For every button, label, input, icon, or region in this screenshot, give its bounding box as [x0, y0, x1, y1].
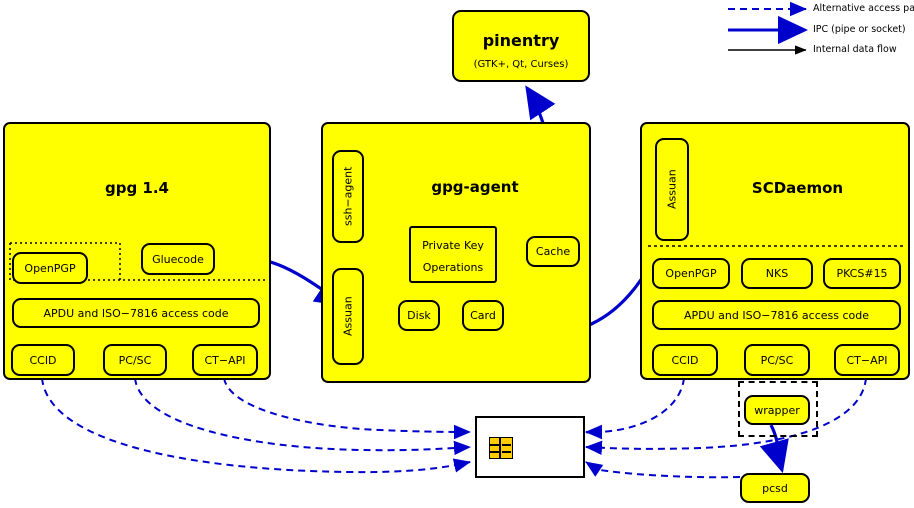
- alt-pcsd-to-card: [585, 461, 741, 479]
- agent-pko-line1: Private Key: [422, 239, 484, 252]
- scdaemon-assuan-box[interactable]: Assuan: [655, 138, 689, 241]
- agent-disk-label: Disk: [407, 309, 431, 322]
- scdaemon-app-nks[interactable]: NKS: [741, 258, 813, 289]
- agent-private-key-operations-box[interactable]: Private Key Operations: [409, 226, 497, 283]
- gpg-gluecode-label: Gluecode: [152, 252, 204, 266]
- gpg-title: gpg 1.4: [104, 179, 169, 197]
- agent-card-box[interactable]: Card: [462, 300, 504, 331]
- alt-gpg-ccid-to-card: [41, 377, 471, 474]
- smart-card-chip: [489, 437, 513, 459]
- gpg-driver-ccid-label: CCID: [29, 353, 57, 367]
- gpg-apdu-label: APDU and ISO−7816 access code: [43, 306, 229, 320]
- scdaemon-driver-pcsc-label: PC/SC: [760, 353, 794, 367]
- alt-scd-ccid-to-card: [585, 377, 685, 440]
- gpg-apdu-box[interactable]: APDU and ISO−7816 access code: [12, 298, 260, 328]
- gpg-gluecode-box[interactable]: Gluecode: [141, 243, 215, 275]
- pcsd-box[interactable]: pcsd: [740, 473, 810, 503]
- scdaemon-app-pkcs15-label: PKCS#15: [836, 267, 888, 280]
- agent-ssh-agent-box[interactable]: ssh−agent: [332, 150, 364, 243]
- gpg-box[interactable]: [3, 122, 271, 380]
- gpg-driver-pcsc-label: PC/SC: [118, 353, 152, 367]
- agent-cache-box[interactable]: Cache: [526, 236, 580, 267]
- gpg-agent-title: gpg-agent: [431, 178, 519, 196]
- scdaemon-app-openpgp[interactable]: OpenPGP: [652, 258, 730, 289]
- scdaemon-title: SCDaemon: [751, 179, 844, 197]
- scdaemon-app-openpgp-label: OpenPGP: [665, 267, 717, 280]
- smart-card[interactable]: [475, 416, 585, 478]
- agent-card-label: Card: [470, 309, 496, 322]
- gpg-openpgp-label: OpenPGP: [24, 261, 76, 275]
- legend-label-alternative: Alternative access paths: [813, 3, 914, 14]
- gpg-driver-pcsc[interactable]: PC/SC: [103, 344, 167, 376]
- scdaemon-app-nks-label: NKS: [765, 267, 789, 280]
- scdaemon-driver-ctapi[interactable]: CT−API: [834, 344, 900, 376]
- agent-cache-label: Cache: [535, 245, 571, 258]
- pinentry-subtitle: (GTK+, Qt, Curses): [473, 59, 569, 70]
- alt-scd-ctapi-to-card: [585, 377, 867, 456]
- scdaemon-wrapper-label: wrapper: [754, 403, 800, 417]
- gpg-openpgp-box[interactable]: OpenPGP: [12, 252, 88, 284]
- pinentry-box[interactable]: pinentry (GTK+, Qt, Curses): [452, 10, 590, 82]
- scdaemon-wrapper-box[interactable]: wrapper: [744, 395, 810, 425]
- scdaemon-driver-ccid[interactable]: CCID: [652, 344, 718, 376]
- scdaemon-apdu-box[interactable]: APDU and ISO−7816 access code: [652, 300, 901, 330]
- wrapper-dashed-container: [738, 381, 818, 437]
- agent-disk-box[interactable]: Disk: [398, 300, 440, 331]
- ipc-wrapper-to-pcsd: [759, 424, 789, 474]
- alt-gpg-pcsc-to-card: [134, 377, 471, 456]
- pinentry-title: pinentry: [482, 31, 560, 50]
- gpg-driver-ctapi-label: CT−API: [204, 353, 246, 367]
- alt-gpg-ctapi-to-card: [223, 377, 471, 440]
- pcsd-label: pcsd: [762, 481, 788, 495]
- scdaemon-driver-pcsc[interactable]: PC/SC: [744, 344, 810, 376]
- legend-label-ipc: IPC (pipe or socket): [813, 24, 906, 35]
- scdaemon-driver-ctapi-label: CT−API: [846, 353, 888, 367]
- legend-label-internal: Internal data flow: [813, 44, 897, 55]
- scdaemon-apdu-label: APDU and ISO−7816 access code: [683, 308, 870, 322]
- scdaemon-app-pkcs15[interactable]: PKCS#15: [823, 258, 901, 289]
- agent-assuan-box[interactable]: Assuan: [332, 268, 364, 365]
- scdaemon-driver-ccid-label: CCID: [671, 353, 699, 367]
- gpg-driver-ccid[interactable]: CCID: [11, 344, 75, 376]
- gpg-driver-ctapi[interactable]: CT−API: [192, 344, 258, 376]
- agent-pko-line2: Operations: [422, 261, 484, 274]
